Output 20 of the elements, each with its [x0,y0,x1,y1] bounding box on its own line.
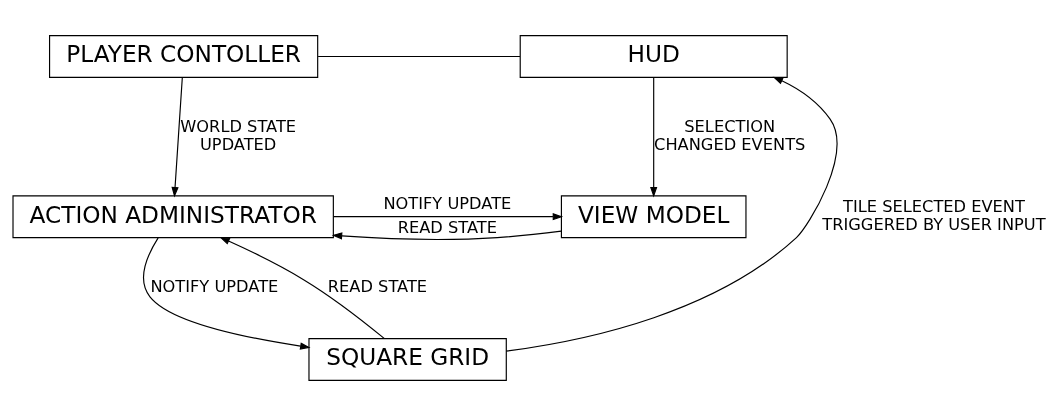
edge-label: NOTIFY UPDATE [150,277,279,297]
arrow [505,76,838,352]
node-box: PLAYER CONTOLLER [49,35,319,78]
node-box: VIEW MODEL [560,195,747,239]
node-box: ACTION ADMINISTRATOR [12,195,334,239]
node-box: SQUARE GRID [308,338,507,381]
node-box: HUD [519,35,788,78]
arrow [219,236,385,339]
arrow [143,237,311,350]
edge-label: TILE SELECTED EVENT TRIGGERED BY USER INPUT [822,197,1046,234]
edge-label: SELECTION CHANGED EVENTS [654,117,806,154]
arrow [332,213,564,221]
arrow [171,77,183,198]
edge-label: WORLD STATE UPDATED [180,117,297,154]
edge-label: READ STATE [327,277,428,297]
arrow [331,230,562,241]
connector [317,55,521,58]
edge-label: NOTIFY UPDATE [383,193,512,213]
edge-label: READ STATE [397,218,498,238]
arrow [650,77,658,198]
